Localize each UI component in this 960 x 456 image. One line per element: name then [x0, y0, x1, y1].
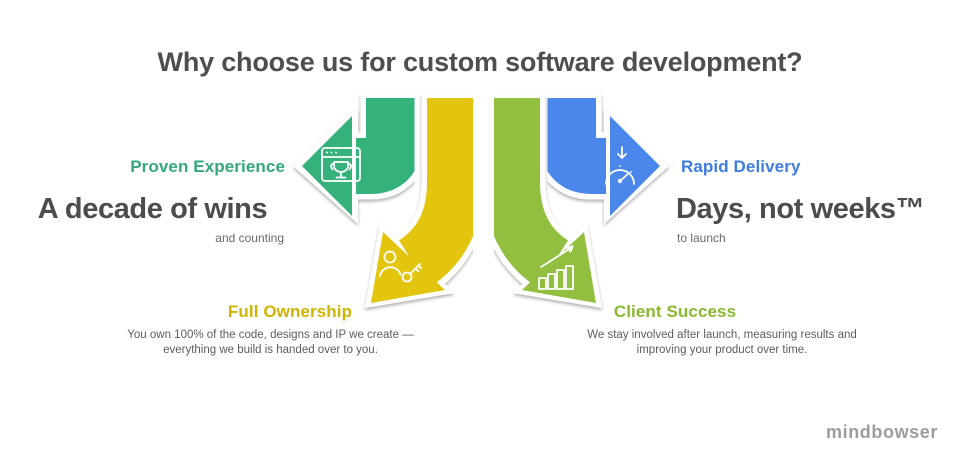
proven-subline: and counting [215, 231, 284, 245]
label-rapid-delivery: Rapid Delivery [681, 157, 801, 176]
label-proven-experience: Proven Experience [130, 157, 285, 176]
label-client-success: Client Success [613, 302, 737, 321]
blue-arrow [534, 94, 669, 224]
watermark-logo: mindbowser [825, 422, 938, 442]
yellow-arrow [365, 94, 489, 308]
rapid-headline: Days, not weeks™ [676, 193, 925, 225]
browser-trophy-icon [321, 147, 361, 182]
label-full-ownership: Full Ownership [227, 302, 353, 321]
green-arrow [293, 94, 428, 224]
ownership-description: You own 100% of the code, designs and IP… [127, 329, 414, 356]
growth-chart-icon [538, 245, 574, 290]
person-key-icon [379, 250, 422, 283]
speedometer-icon [605, 146, 635, 185]
rapid-subline: to launch [677, 231, 726, 245]
success-description: We stay involved after launch, measuring… [587, 329, 857, 356]
page-title: Why choose us for custom software develo… [157, 47, 803, 77]
proven-headline: A decade of wins [37, 193, 268, 225]
lime-arrow [478, 94, 602, 308]
